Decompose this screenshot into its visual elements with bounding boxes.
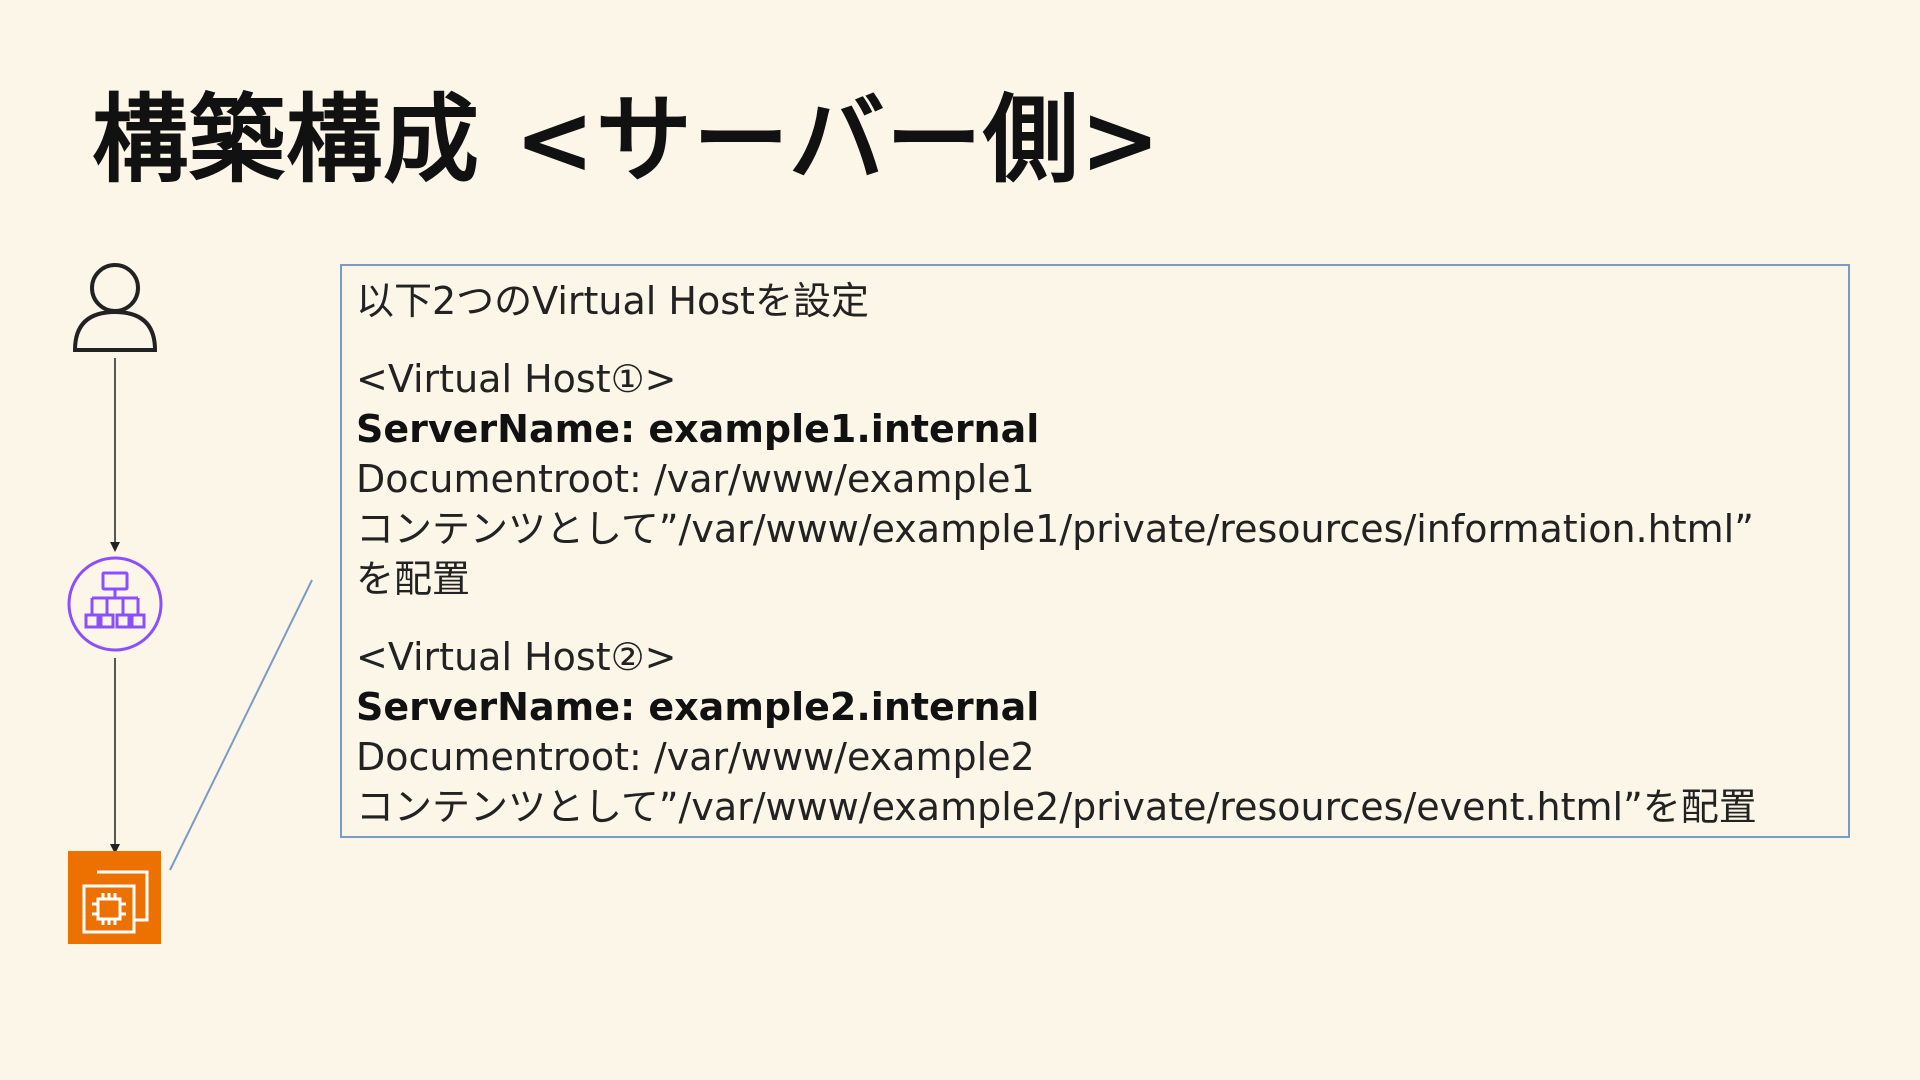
virtual-host-info-box: 以下2つのVirtual Hostを設定 <Virtual Host①> Ser…: [340, 264, 1850, 838]
content-line: コンテンツとして”/var/www/example1/private/resou…: [356, 507, 1754, 551]
document-root: Documentroot: /var/www/example1: [356, 457, 1035, 501]
content-line: を配置: [356, 557, 471, 601]
virtual-host-2: <Virtual Host②> ServerName: example2.int…: [356, 632, 1834, 832]
callout-line: [169, 579, 313, 871]
slide-title: 構築構成 <サーバー側>: [92, 84, 1162, 196]
document-root: Documentroot: /var/www/example2: [356, 735, 1035, 779]
info-heading: 以下2つのVirtual Hostを設定: [356, 279, 869, 323]
server-name: ServerName: example2.internal: [356, 685, 1040, 729]
user-icon: [72, 263, 158, 352]
virtual-host-label: <Virtual Host①>: [356, 357, 677, 401]
virtual-host-1: <Virtual Host①> ServerName: example1.int…: [356, 354, 1834, 604]
server-name: ServerName: example1.internal: [356, 407, 1040, 451]
load-balancer-icon: [67, 556, 163, 652]
content-line: コンテンツとして”/var/www/example2/private/resou…: [356, 785, 1757, 829]
ec2-instance-icon: [68, 851, 161, 944]
virtual-host-label: <Virtual Host②>: [356, 635, 677, 679]
